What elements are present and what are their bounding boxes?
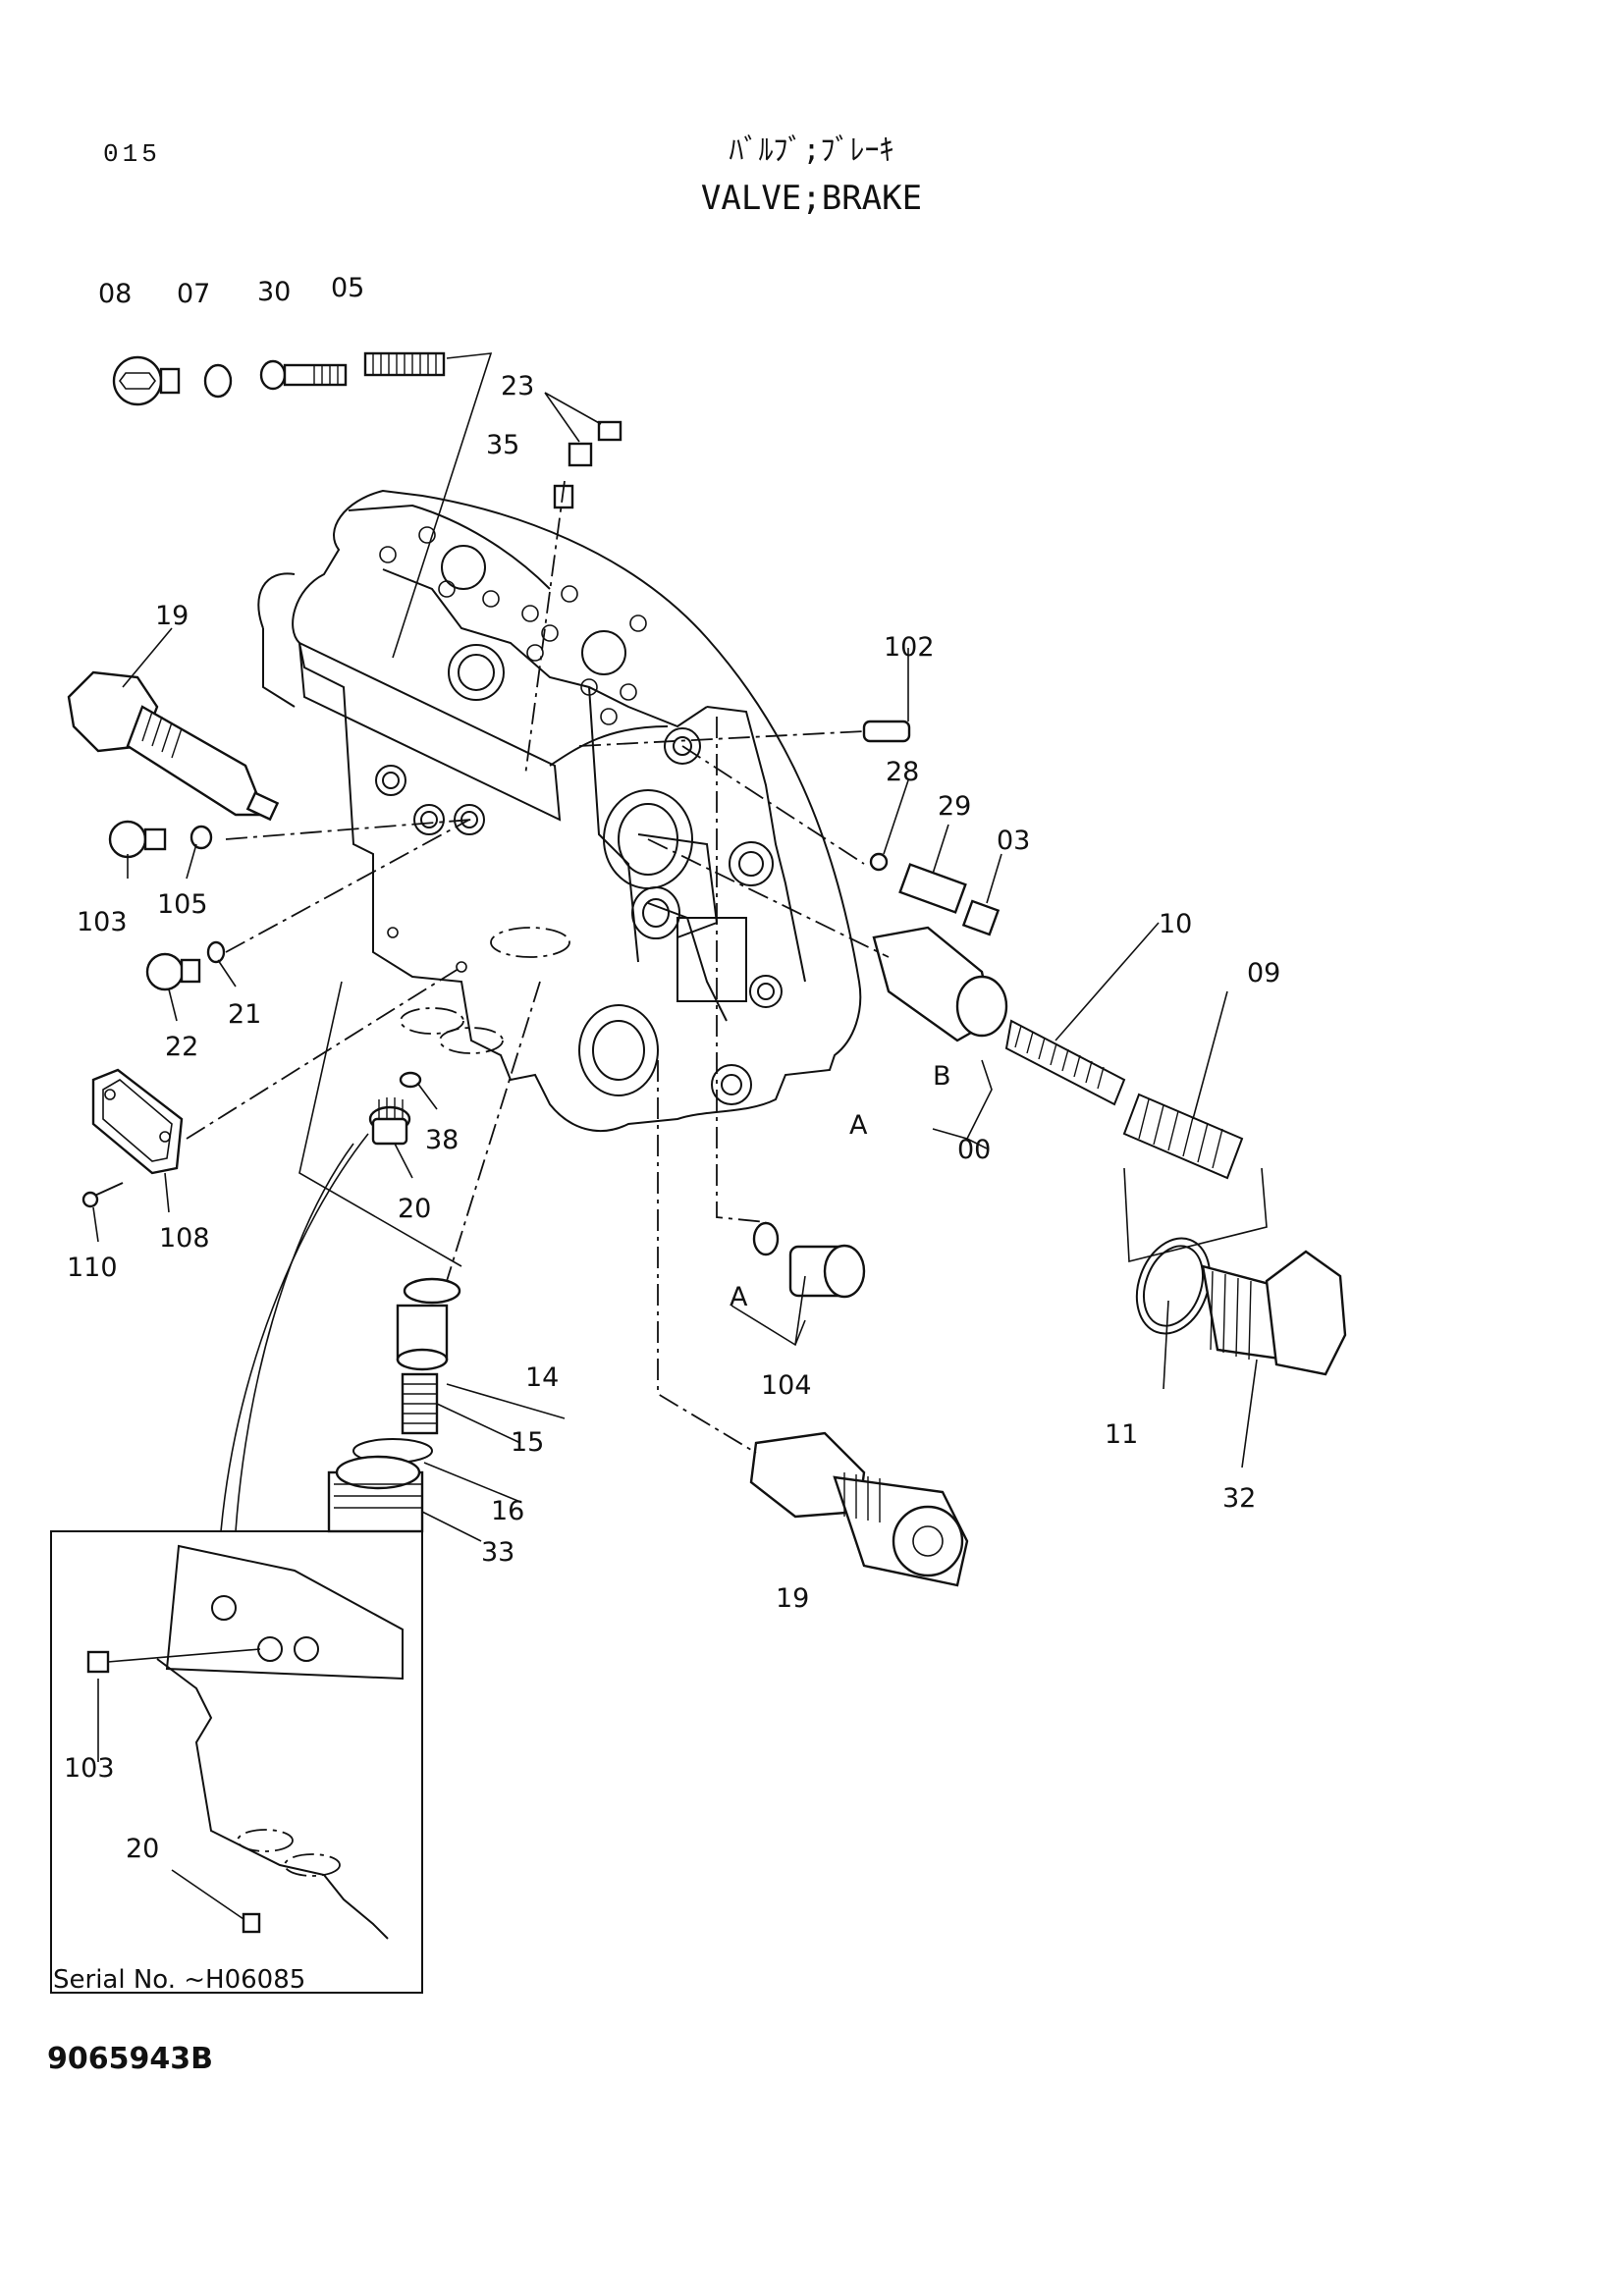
spool-and-springs: [872, 926, 1268, 1263]
relief-valve-lower: [749, 1431, 969, 1587]
callout-label: 15: [511, 1427, 544, 1458]
page-number: 015: [103, 139, 161, 169]
callout-label: 23: [501, 371, 534, 401]
callout-label: 105: [157, 889, 208, 920]
callout-label: 30: [257, 277, 291, 307]
callout-label: 19: [776, 1583, 809, 1614]
callout-label: 10: [1159, 909, 1192, 939]
part-group-104: [752, 1221, 866, 1299]
callout-label: A: [849, 1110, 868, 1141]
callout-label: 21: [228, 999, 261, 1030]
callout-label: 29: [938, 791, 971, 822]
callout-label: 16: [491, 1496, 524, 1526]
callout-label: B: [933, 1061, 951, 1092]
drawing-number: 9065943B: [47, 2042, 213, 2076]
callout-label: 09: [1247, 958, 1280, 988]
callout-label: 103: [77, 907, 128, 937]
callout-label: 19: [155, 601, 189, 631]
callout-label: 38: [425, 1125, 459, 1155]
callout-label: 22: [165, 1032, 198, 1062]
callout-label: 08: [98, 279, 132, 309]
callout-label: 20: [126, 1834, 159, 1864]
inset-earlier-serial: [50, 1530, 423, 1994]
callout-label: 28: [886, 757, 919, 787]
part-group-102-03: [862, 720, 1001, 936]
title-japanese: ﾊﾞﾙﾌﾞ;ﾌﾞﾚｰｷ: [729, 133, 894, 168]
part-stack-14-33: [327, 1277, 461, 1533]
callout-label: 03: [997, 826, 1030, 856]
relief-valve-upper: [67, 670, 280, 822]
part-group-top-left: [112, 351, 446, 406]
part-group-38-20: [368, 1071, 422, 1146]
title-english: VALVE;BRAKE: [700, 179, 923, 218]
callout-label: 11: [1105, 1419, 1138, 1450]
callout-label: 104: [761, 1370, 812, 1401]
callout-label: 33: [481, 1537, 514, 1568]
plug-32-and-ring-11: [1135, 1237, 1347, 1376]
callout-label: 110: [67, 1253, 118, 1283]
leader-lines: [92, 352, 1258, 1542]
callout-label: A: [730, 1282, 748, 1312]
callout-label: 108: [159, 1223, 210, 1254]
callout-labels: 08 07 30 05 23 35 19 102 28 29 03 10 09 …: [53, 273, 1280, 1995]
callout-label: 35: [486, 430, 519, 460]
part-group-103-22: [108, 820, 226, 991]
callout-label: 00: [957, 1135, 991, 1165]
valve-body: [257, 489, 862, 1133]
callout-label: 20: [398, 1194, 431, 1224]
callout-label: 07: [177, 279, 210, 309]
serial-number-label: Serial No. ~H06085: [53, 1965, 305, 1995]
callout-label: 14: [525, 1362, 559, 1393]
callout-label: 05: [331, 273, 364, 303]
callout-label: 102: [884, 632, 935, 663]
callout-label: 103: [64, 1753, 115, 1784]
callout-label: 32: [1222, 1483, 1256, 1514]
cover-108: [81, 1068, 184, 1208]
part-group-23-35: [544, 392, 622, 509]
